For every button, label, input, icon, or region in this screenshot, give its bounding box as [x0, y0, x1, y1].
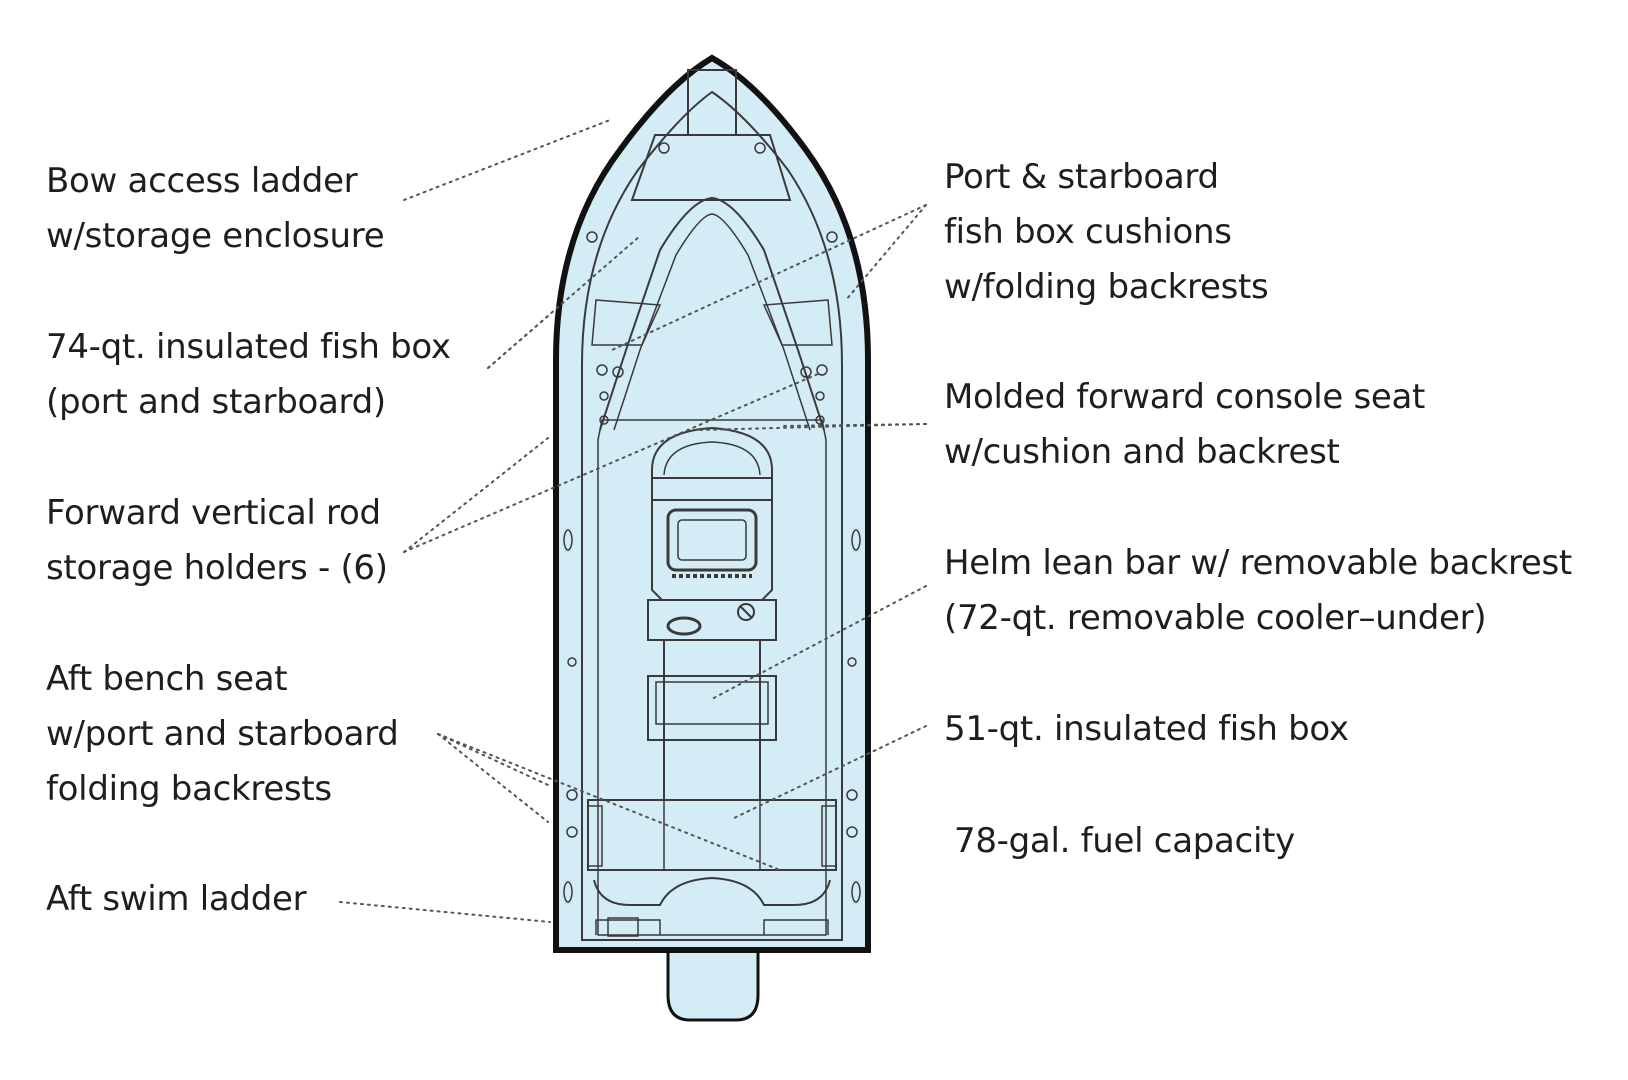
- label-console-seat: Molded forward console seat w/cushion an…: [944, 370, 1425, 480]
- label-line: folding backrests: [46, 769, 332, 809]
- console-seat: [651, 426, 773, 501]
- label-line: (port and starboard): [46, 382, 386, 422]
- bow-seat-v: [599, 196, 825, 431]
- splash-well: [593, 876, 831, 906]
- bow-storage-box: [630, 134, 792, 201]
- label-fish-box-74qt: 74-qt. insulated fish box (port and star…: [46, 320, 451, 430]
- label-line: Forward vertical rod: [46, 493, 381, 533]
- label-fish-box-51qt: 51-qt. insulated fish box: [944, 702, 1349, 757]
- label-line: Bow access ladder: [46, 161, 358, 201]
- swim-ladder: [607, 917, 639, 937]
- console-seat-cushion: [663, 441, 761, 476]
- label-fuel-capacity: 78-gal. fuel capacity: [954, 814, 1295, 869]
- label-line: Port & starboard: [944, 157, 1219, 197]
- steering-wheel: [666, 616, 702, 636]
- fish-box-port: [591, 299, 662, 346]
- lean-bar-backrest: [655, 681, 769, 725]
- label-rod-holders: Forward vertical rod storage holders - (…: [46, 486, 388, 596]
- label-line: 78-gal. fuel capacity: [954, 821, 1295, 861]
- helm-lean-bar: [647, 675, 777, 741]
- label-aft-bench-seat: Aft bench seat w/port and starboard fold…: [46, 652, 399, 817]
- label-fish-box-cushions: Port & starboard fish box cushions w/fol…: [944, 150, 1269, 315]
- console-windshield: [666, 508, 758, 572]
- label-line: (72-qt. removable cooler–under): [944, 598, 1487, 638]
- label-line: storage holders - (6): [46, 548, 388, 588]
- label-aft-swim-ladder: Aft swim ladder: [46, 872, 307, 927]
- gunwale-inner: [581, 90, 843, 941]
- label-line: Helm lean bar w/ removable backrest: [944, 543, 1572, 583]
- label-line: 51-qt. insulated fish box: [944, 709, 1349, 749]
- label-line: w/port and starboard: [46, 714, 399, 754]
- label-bow-access-ladder: Bow access ladder w/storage enclosure: [46, 154, 385, 264]
- hull-outline: [553, 54, 871, 953]
- label-helm-lean-bar: Helm lean bar w/ removable backrest (72-…: [944, 536, 1572, 646]
- label-line: w/cushion and backrest: [944, 432, 1340, 472]
- label-line: Aft bench seat: [46, 659, 288, 699]
- aft-backrest-starboard: [821, 805, 837, 867]
- label-line: Molded forward console seat: [944, 377, 1426, 417]
- bow-seat-v-inner: [613, 213, 811, 431]
- label-line: Aft swim ladder: [46, 879, 307, 919]
- label-line: 74-qt. insulated fish box: [46, 327, 451, 367]
- rod-holders: [586, 142, 838, 425]
- aft-backrest-port: [587, 805, 603, 867]
- console-windshield-inner: [677, 519, 747, 561]
- leader-lines: [339, 119, 927, 923]
- side-fittings: [563, 529, 861, 903]
- label-line: w/storage enclosure: [46, 216, 385, 256]
- transom: [595, 919, 829, 935]
- cockpit-sole: [597, 419, 827, 936]
- label-line: w/folding backrests: [944, 267, 1269, 307]
- label-line: fish box cushions: [944, 212, 1232, 252]
- fish-box-starboard: [762, 299, 833, 346]
